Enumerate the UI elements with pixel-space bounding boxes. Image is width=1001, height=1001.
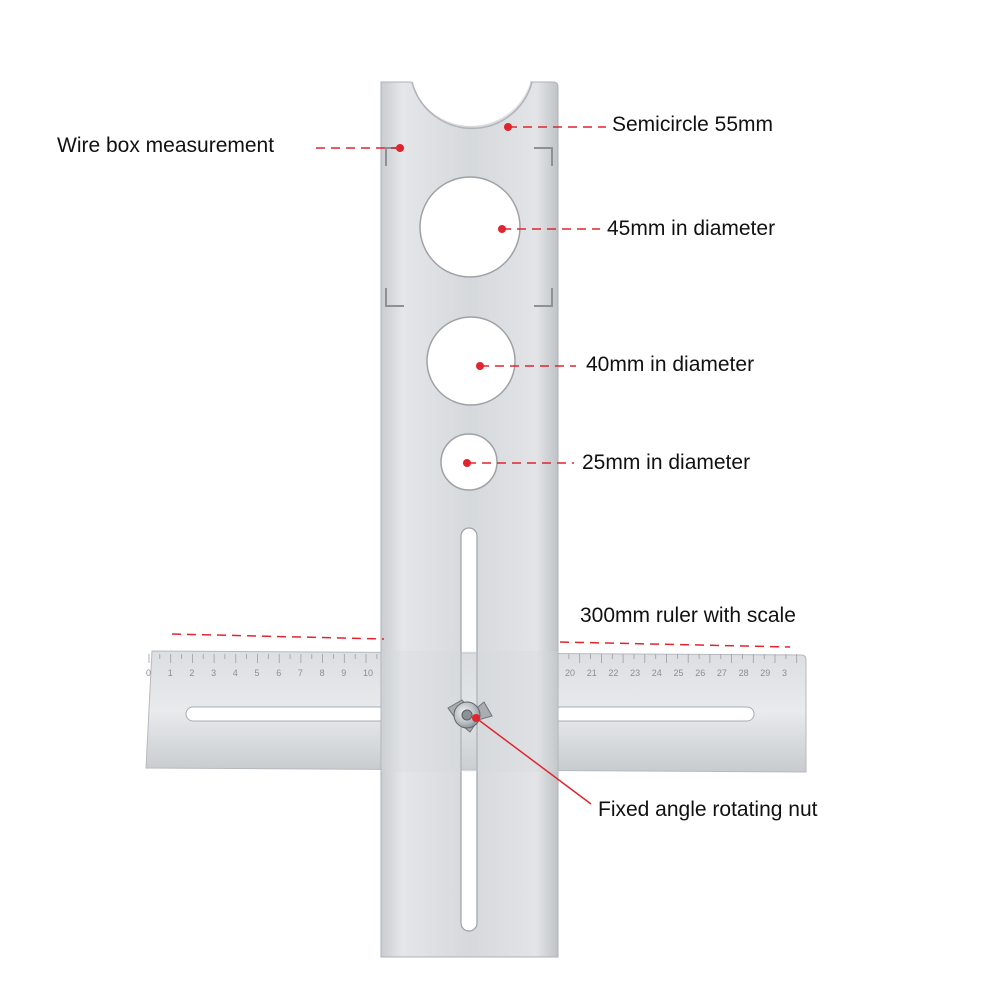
pointer-line-nut (475, 717, 592, 805)
pointer-dots (396, 123, 512, 722)
ruler-number: 3 (211, 668, 216, 678)
pointer-line-ruler-right (559, 641, 791, 648)
ruler-number: 10 (363, 668, 373, 678)
label-45mm: 45mm in diameter (607, 217, 775, 240)
ruler-number: 25 (674, 668, 684, 678)
ruler-number: 6 (276, 668, 281, 678)
dot-25 (463, 459, 471, 467)
ruler-number: 21 (587, 668, 597, 678)
hole-40mm (426, 316, 516, 406)
ruler-number: 3 (782, 668, 787, 678)
ruler-number: 0 (146, 668, 151, 678)
ruler-number: 29 (760, 668, 770, 678)
ruler-number: 1 (168, 668, 173, 678)
dot-semicircle (504, 123, 512, 131)
label-semicircle: Semicircle 55mm (612, 113, 773, 136)
ruler-number: 4 (233, 668, 238, 678)
ruler-number: 24 (652, 668, 662, 678)
dot-40 (476, 362, 484, 370)
ruler-number: 20 (565, 668, 575, 678)
label-nut: Fixed angle rotating nut (598, 798, 818, 821)
ruler-number: 22 (608, 668, 618, 678)
ruler-number: 27 (717, 668, 727, 678)
label-ruler: 300mm ruler with scale (580, 604, 796, 627)
vertical-plate (380, 81, 559, 958)
dot-nut (472, 714, 480, 722)
ruler-number: 26 (695, 668, 705, 678)
wire-box-marks (385, 147, 553, 307)
dot-wire-box (396, 144, 404, 152)
dot-45 (498, 225, 506, 233)
ruler-number: 2 (189, 668, 194, 678)
ruler-number: 23 (630, 668, 640, 678)
label-25mm: 25mm in diameter (582, 451, 750, 474)
ruler-number: 9 (341, 668, 346, 678)
ruler-number: 8 (320, 668, 325, 678)
ruler-number: 28 (739, 668, 749, 678)
callout-pointers (171, 126, 791, 805)
label-wire-box: Wire box measurement (57, 134, 274, 157)
hole-45mm (419, 176, 521, 278)
ruler-number: 7 (298, 668, 303, 678)
ruler-number: 5 (255, 668, 260, 678)
hole-25mm (440, 433, 498, 491)
slot (460, 527, 478, 932)
rotating-nut (447, 699, 493, 733)
pointer-line-ruler-left (171, 633, 385, 640)
label-40mm: 40mm in diameter (586, 353, 754, 376)
